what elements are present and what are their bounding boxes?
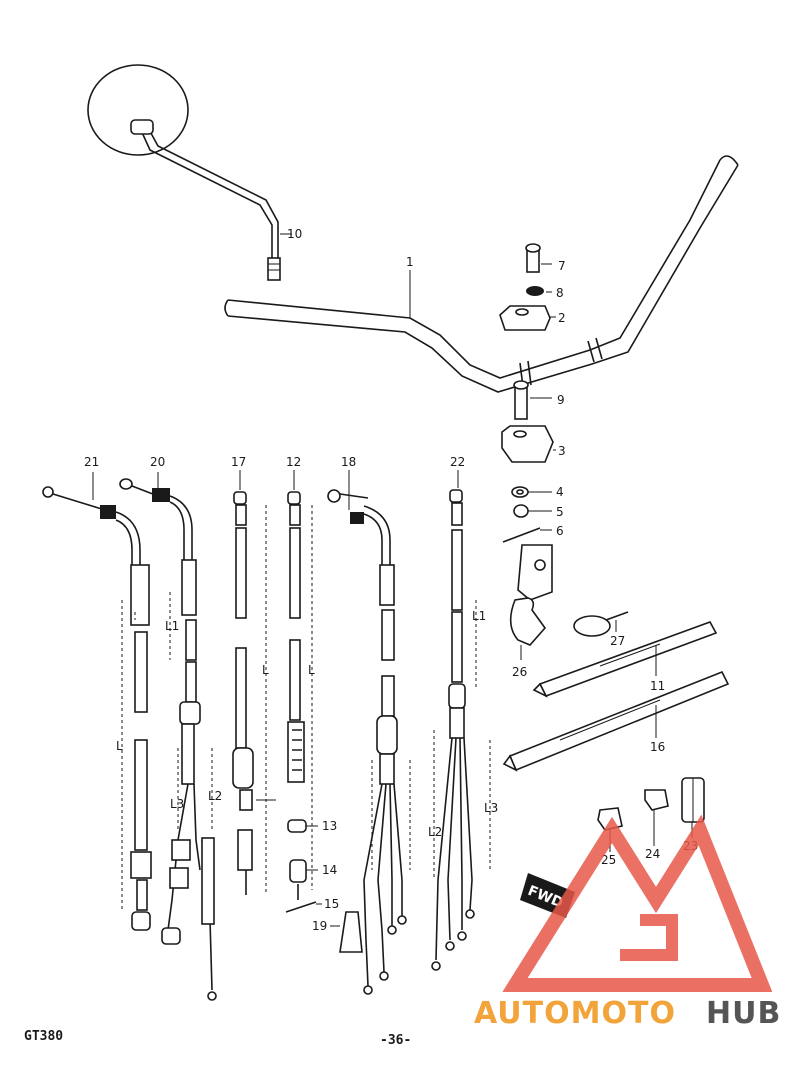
cable-18 <box>327 489 411 995</box>
part-label-17: 17 <box>231 455 246 469</box>
dimension-label-l-cable17: L <box>262 663 269 677</box>
watermark-logo <box>502 814 773 992</box>
cable-17 <box>232 491 276 895</box>
dimension-label-l1: L1 <box>165 619 179 633</box>
clamps-and-bands <box>502 544 730 772</box>
handlebar <box>224 155 739 393</box>
part-label-6: 6 <box>556 524 564 538</box>
part-label-7: 7 <box>558 259 566 273</box>
part-label-8: 8 <box>556 286 564 300</box>
dimension-label-l1-cable22: L1 <box>472 609 486 623</box>
part-label-26: 26 <box>512 665 527 679</box>
part-label-5: 5 <box>556 505 564 519</box>
page-number: -36- <box>380 1033 411 1048</box>
part-label-16: 16 <box>650 740 665 754</box>
dimension-label-l3-cable22: L3 <box>484 801 498 815</box>
watermark-text-automoto: AUTOMOTO <box>474 996 676 1031</box>
part-label-2: 2 <box>558 311 566 325</box>
part-label-18: 18 <box>341 455 356 469</box>
dimension-label-l: L <box>116 739 123 753</box>
part-label-20: 20 <box>150 455 165 469</box>
dimension-label-l-cable12: L <box>308 663 315 677</box>
part-label-11: 11 <box>650 679 665 693</box>
cable-20 <box>119 478 217 1001</box>
part-label-1: 1 <box>406 255 414 269</box>
cable-boot-19 <box>330 911 363 953</box>
part-label-13: 13 <box>322 819 337 833</box>
leader-lines <box>92 470 459 510</box>
watermark-text: AUTOMOTO HUB <box>474 996 781 1031</box>
part-label-15: 15 <box>324 897 339 911</box>
watermark-text-hub: HUB <box>706 996 781 1031</box>
part-label-9: 9 <box>557 393 565 407</box>
cable-12 <box>285 491 322 913</box>
part-label-3: 3 <box>558 444 566 458</box>
part-label-12: 12 <box>286 455 301 469</box>
part-label-24: 24 <box>645 847 660 861</box>
part-label-19: 19 <box>312 919 327 933</box>
part-label-27: 27 <box>610 634 625 648</box>
handlebar-holder-hardware <box>499 243 556 543</box>
part-labels: 10 7 8 2 9 3 4 5 6 1 21 20 17 12 18 22 2… <box>84 227 698 933</box>
part-label-14: 14 <box>322 863 337 877</box>
cable-21 <box>42 486 152 931</box>
part-label-21: 21 <box>84 455 99 469</box>
dimension-labels: L L1 L3 L2 L L L1 L2 L3 <box>116 609 498 839</box>
cable-22 <box>431 489 491 971</box>
part-label-4: 4 <box>556 485 564 499</box>
model-label: GT380 <box>24 1029 63 1044</box>
part-label-10: 10 <box>287 227 302 241</box>
dimension-label-l2: L2 <box>208 789 222 803</box>
dimension-label-l2-cable22: L2 <box>428 825 442 839</box>
dimension-label-l3: L3 <box>170 797 184 811</box>
part-label-25: 25 <box>601 853 616 867</box>
mirror-assembly <box>87 64 292 281</box>
part-label-22: 22 <box>450 455 465 469</box>
